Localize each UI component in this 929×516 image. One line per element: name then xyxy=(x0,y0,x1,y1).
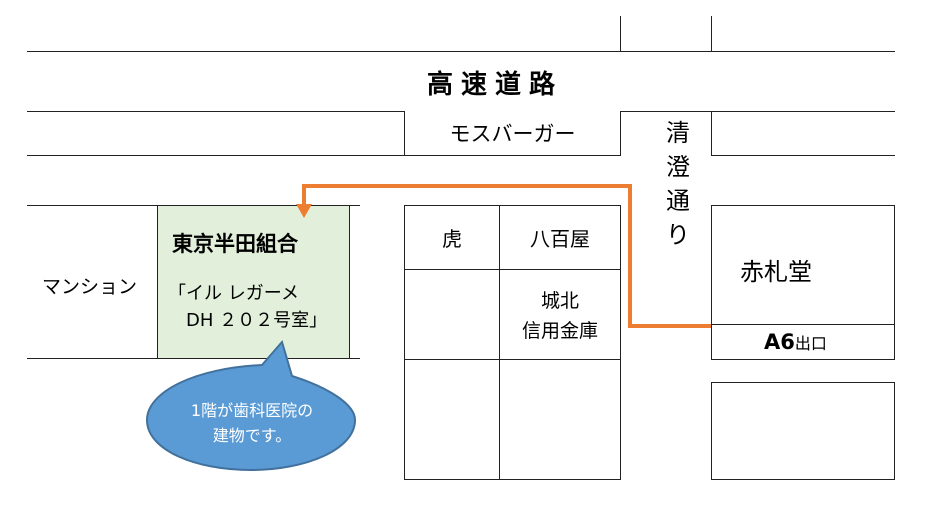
akafudado-label: 赤札堂 xyxy=(740,258,812,286)
street-line-right-mid xyxy=(711,111,712,155)
road-line-right-mid xyxy=(711,155,895,156)
bank-label-1: 城北 xyxy=(540,290,579,312)
tora-label: 虎 xyxy=(442,227,462,251)
street-line-right xyxy=(711,16,712,51)
road-line-left-lower2 xyxy=(350,205,360,206)
target-building-address-1: 「イル レガーメ xyxy=(168,283,300,304)
road-line-bottom-left xyxy=(27,358,157,359)
expressway-text: 高速道路 xyxy=(426,69,563,100)
exit-word: 出口 xyxy=(794,334,827,353)
block-bank: 城北 信用金庫 xyxy=(499,269,621,360)
bank-label-2: 信用金庫 xyxy=(521,320,598,342)
callout-line-2: 建物です。 xyxy=(212,426,292,445)
target-building-name: 東京半田組合 xyxy=(172,232,298,256)
street-char-3: 通 xyxy=(666,187,690,215)
kiyosumi-street-label: 清 澄 通 り xyxy=(658,116,698,252)
block-tora: 虎 xyxy=(404,205,500,270)
block-empty-1 xyxy=(404,269,500,360)
street-char-1: 清 xyxy=(666,119,690,147)
street-line-left xyxy=(620,16,621,51)
mos-burger-block: モスバーガー xyxy=(404,111,621,156)
akafudado-block: 赤札堂 xyxy=(711,205,895,325)
mansion-label: マンション xyxy=(42,272,137,299)
block-empty-3 xyxy=(499,359,621,480)
block-empty-2 xyxy=(404,359,500,480)
road-line-top xyxy=(27,51,895,52)
road-line-bottom-left2 xyxy=(350,358,360,359)
block-yaoya: 八百屋 xyxy=(499,205,621,270)
target-building: 東京半田組合 「イル レガーメ DH ２０２号室」 xyxy=(157,205,350,359)
mos-burger-label: モスバーガー xyxy=(449,122,576,146)
mansion-text: マンション xyxy=(42,276,138,298)
road-line-left-mid xyxy=(27,155,404,156)
street-char-2: 澄 xyxy=(666,153,690,181)
road-line-left-lower xyxy=(27,205,157,206)
expressway-label: 高速道路 xyxy=(340,62,650,102)
exit-a6-block: A6出口 xyxy=(711,324,895,360)
target-building-address-2: DH ２０２号室」 xyxy=(186,310,328,331)
block-bottom-right xyxy=(711,382,895,480)
exit-code: A6 xyxy=(764,330,795,354)
callout-line-1: 1階が歯科医院の xyxy=(190,401,314,420)
yaoya-label: 八百屋 xyxy=(530,227,590,251)
street-char-4: り xyxy=(666,221,690,249)
